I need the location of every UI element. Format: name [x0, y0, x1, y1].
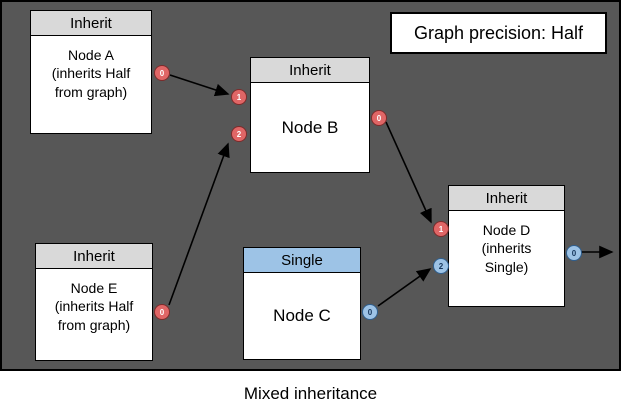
node-b-title: Node B [281, 117, 339, 137]
node-c-title: Node C [273, 306, 331, 326]
node-a-body: Node A (inherits Half from graph) [31, 37, 151, 133]
node-b-header: Inherit [251, 58, 369, 83]
node-a[interactable]: Inherit Node A (inherits Half from graph… [30, 10, 170, 134]
node-b-input-port-1[interactable]: 1 [231, 89, 247, 105]
graph-canvas: Graph precision: Half Inherit Node A (in… [0, 0, 621, 371]
node-d-input-port-1[interactable]: 1 [433, 221, 449, 237]
node-b[interactable]: Inherit Node B 1 2 0 [231, 57, 387, 173]
node-d[interactable]: Inherit Node D (inherits Single) 1 2 0 [433, 185, 582, 307]
edge-e-to-b [168, 142, 230, 306]
precision-banner: Graph precision: Half [390, 12, 607, 54]
node-e-line: Node E [70, 280, 118, 296]
node-b-output-port[interactable]: 0 [371, 110, 387, 126]
node-e-header: Inherit [36, 244, 152, 269]
node-b-body: Node B [251, 84, 369, 172]
figure-caption: Mixed inheritance [243, 383, 378, 403]
node-d-body: Node D (inherits Single) [449, 212, 564, 306]
node-e-line: (inherits Half [54, 298, 134, 315]
node-b-input-port-2[interactable]: 2 [231, 126, 247, 142]
node-c-body: Node C [244, 274, 360, 359]
node-d-header: Inherit [449, 186, 564, 211]
node-e-line: from graph) [57, 316, 131, 333]
node-c[interactable]: Single Node C 0 [243, 247, 378, 360]
edge-a-to-b [169, 74, 230, 97]
node-d-input-port-2[interactable]: 2 [433, 258, 449, 274]
node-e-output-port[interactable]: 0 [154, 304, 170, 320]
node-e-body: Node E (inherits Half from graph) [36, 270, 152, 360]
node-a-line: from graph) [54, 83, 128, 100]
edge-c-to-d [377, 268, 432, 307]
node-a-line: Node A [68, 47, 114, 63]
node-a-output-port[interactable]: 0 [154, 65, 170, 81]
node-d-line: Node D [482, 222, 531, 238]
node-d-line: (inherits [481, 240, 532, 257]
node-d-output-port[interactable]: 0 [566, 245, 582, 261]
node-c-header: Single [244, 248, 360, 273]
node-c-output-port[interactable]: 0 [362, 304, 378, 320]
node-d-line: Single) [484, 258, 529, 275]
node-a-line: (inherits Half [51, 65, 131, 82]
node-e[interactable]: Inherit Node E (inherits Half from graph… [35, 243, 170, 361]
node-a-header: Inherit [31, 11, 151, 36]
edge-b-to-d [385, 121, 432, 224]
